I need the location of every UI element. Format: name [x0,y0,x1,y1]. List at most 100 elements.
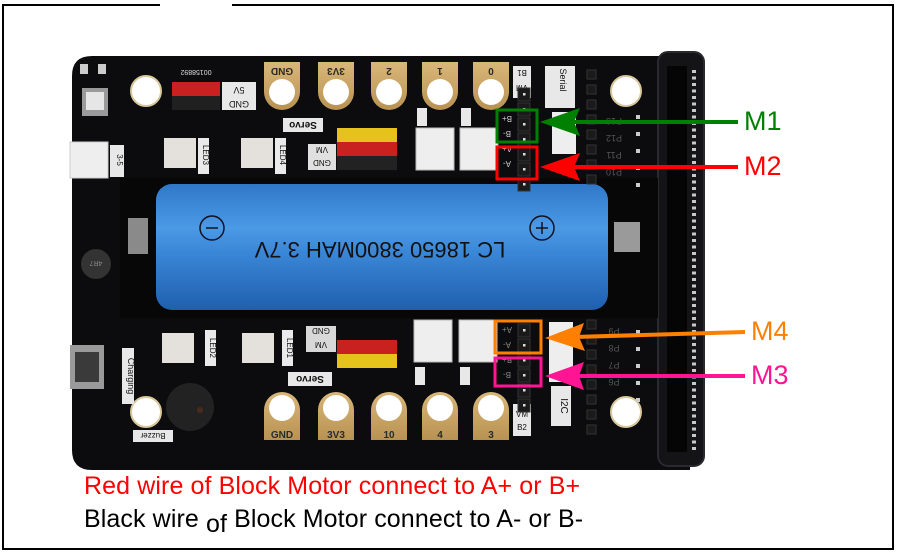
power-switch [80,64,108,116]
header-pin-tip [523,183,526,186]
side-connector: 3-5 [69,141,124,179]
p-pin-label: P11 [606,150,621,160]
servo-bottom-vm: VM [315,340,327,349]
p-header-pin [586,379,597,390]
edge-contact [692,284,696,288]
edge-contact [692,388,696,392]
p-header-pin [586,409,597,420]
buzzer: Buzzer [133,383,214,442]
m2-label: M2 [744,151,782,181]
p-pin-label: P7 [608,360,619,370]
serial-number: 00158892 [180,68,211,75]
bottom-pad-3: 3 [473,392,509,441]
edge-contact [692,200,696,203]
edge-contact [692,128,696,132]
m1-label: M1 [744,106,782,136]
label-gnd: GND [229,99,250,109]
edge-contact [692,83,696,86]
servo-top-label: Servo [289,119,317,130]
i2c-label: I2C [558,398,569,414]
edge-contact [692,356,696,359]
m2-highlight-box [495,145,539,181]
edge-contact [692,395,696,398]
edge-contact [692,421,696,424]
servo-top-gnd: GND [313,158,331,167]
top-pad-1: 1 [422,62,458,110]
m3-highlight-box [493,356,543,388]
top-pad-2: 2 [371,62,407,110]
mounting-holes [130,75,642,428]
p-header-pin-tip [636,364,640,368]
bottom-pad-3v3: 3V3 [318,392,354,441]
b1-label: B1 [517,68,527,77]
bottom-pad-label: GND [271,430,293,441]
m1-highlight-box [495,108,539,144]
servo-bottom-gnd: GND [312,326,330,335]
leds-bottom: LED2 LED1 [162,330,294,366]
buzzer-label: Buzzer [140,431,165,440]
header-pin-tip [523,374,526,377]
inductor-label: 4R7 [89,259,102,266]
p-header-pin [586,424,597,435]
edge-contact [692,304,696,307]
note1-post: Block Motor connect to A+ or B+ [211,472,581,500]
power-header: 00158892 5V GND [172,68,256,110]
p-header-pin-tip [636,115,640,119]
p-header-pin [586,364,597,375]
b2-vm-label: VM [516,410,528,419]
m3-arrow [545,362,745,390]
edge-contact [692,258,696,262]
edge-contact [692,219,696,223]
p-header-pin [586,69,597,80]
note1-pre: Red wire [84,472,191,500]
motor-ports-bottom: I2C VM B2 [413,319,573,436]
edge-contact [692,362,696,366]
p-pin-label: P6 [608,377,619,387]
red-wire-note: Red wire of Block Motor connect to A+ or… [84,472,580,501]
top-pad-3v3: 3V3 [318,62,354,110]
bottom-pad-label: 3V3 [327,430,345,441]
bottom-pad-gnd: GND [264,392,300,441]
edge-contact [692,278,696,281]
usb-charging: Charging [70,345,136,404]
edge-contact [692,440,696,444]
p-header-pin [586,349,597,360]
top-pad-label: 3V3 [327,65,345,76]
leds-top: LED3 LED4 [164,138,287,174]
header-pin-tip [523,168,526,171]
edge-contact [692,369,696,372]
p-header-pin [586,394,597,405]
edge-contact [692,239,696,242]
servo-header-bottom: GND VM Servo [288,326,397,386]
p-pin-label: P12 [606,133,622,143]
p-header-pin-tip [636,183,640,187]
edge-contact [692,115,696,119]
edge-contact [692,187,696,190]
serial-label: Serial [558,68,568,91]
note1-of: of [190,472,212,500]
m4-arrow [545,323,746,351]
edge-contact [692,96,696,99]
header-pin-tip [523,123,526,126]
edge-contact [692,141,696,145]
p-header-pin [586,319,597,330]
servo-header-top: Servo VM GND [283,118,397,170]
led3-label: LED3 [201,145,210,166]
header-pin-tip [523,344,526,347]
p-header-pin [586,84,597,95]
edge-contact [692,349,696,353]
edge-contact [692,76,696,80]
edge-contact [692,148,696,151]
edge-contact [692,213,696,216]
edge-contact [692,102,696,106]
p-pin-label: P9 [608,326,619,336]
edge-contact [692,174,696,177]
edge-contact [692,245,696,249]
edge-contact [692,323,696,327]
edge-contact [692,206,696,210]
top-pad-gnd: GND [264,62,300,110]
edge-contact [692,291,696,294]
motor-pin-label: B+ [502,114,512,123]
